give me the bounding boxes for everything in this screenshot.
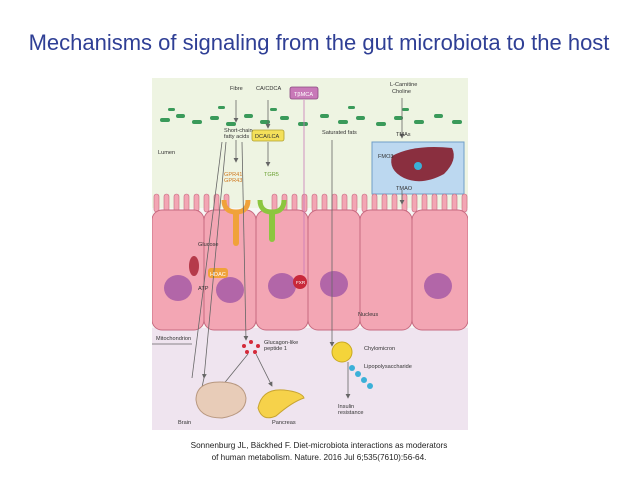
label-atp: ATP — [198, 286, 209, 292]
citation: Sonnenburg JL, Bäckhed F. Diet-microbiot… — [140, 440, 498, 464]
label-tmao: TMAO — [396, 186, 413, 192]
chylomicron-icon — [331, 341, 353, 363]
label-hdac: HDAC — [210, 272, 226, 278]
label-gpr41: GPR41 — [224, 172, 242, 178]
label-fibre: Fibre — [230, 86, 243, 92]
label-insulin-2: resistance — [338, 410, 364, 416]
pancreas-icon — [257, 389, 305, 419]
label-tbmca: TβMCA — [294, 92, 313, 98]
label-insulin-1: Insulin — [338, 404, 354, 410]
label-mitochondrion: Mitochondrion — [156, 336, 191, 342]
fxr-icon — [293, 275, 307, 289]
diagram-svg: Fibre CA/CDCA TβMCA L-Carnitine Choline … — [151, 78, 469, 430]
tgr5-receptor-icon — [257, 199, 287, 242]
liver-icon — [391, 147, 454, 182]
label-choline: Choline — [392, 89, 411, 95]
label-scfa-1: Short-chain — [224, 128, 253, 134]
diagram-labels: Fibre CA/CDCA TβMCA L-Carnitine Choline … — [156, 82, 417, 426]
lamina-propria-region — [152, 328, 468, 430]
label-scfa-2: fatty acids — [224, 134, 249, 140]
mitochondrion-icon — [189, 256, 199, 276]
lipopolysaccharide-icon — [349, 365, 373, 389]
label-glp1-1: Glucagon-like — [264, 340, 298, 346]
label-dca-lca: DCA/LCA — [255, 134, 280, 140]
citation-line-2: of human metabolism. Nature. 2016 Jul 6;… — [211, 453, 427, 462]
brain-icon — [195, 381, 247, 419]
label-lumen: Lumen — [158, 150, 175, 156]
citation-line-1: Sonnenburg JL, Bäckhed F. Diet-microbiot… — [190, 441, 448, 450]
label-ca-cdca: CA/CDCA — [256, 86, 281, 92]
label-lps: Lipopolysaccharide — [364, 364, 412, 370]
gpr41-gpr43-receptor-icon — [221, 199, 251, 246]
slide-title: Mechanisms of signaling from the gut mic… — [28, 30, 610, 55]
epithelial-cells — [151, 209, 469, 331]
label-chylomicron: Chylomicron — [364, 346, 395, 352]
label-glp1-2: peptide 1 — [264, 346, 287, 352]
hdac-box — [208, 268, 228, 278]
label-tgr5: TGR5 — [264, 172, 279, 178]
label-glucose: Glucose — [198, 242, 219, 248]
dca-lca-box — [251, 129, 285, 142]
label-tmas: TMAs — [396, 132, 411, 138]
label-nucleus: Nucleus — [358, 312, 378, 318]
nuclei — [164, 271, 452, 303]
tbmca-box — [289, 86, 319, 100]
label-fmo3: FMO3 — [378, 154, 394, 160]
pathway-arrows — [152, 98, 405, 399]
glp1-dots — [242, 340, 260, 354]
label-pancreas: Pancreas — [272, 420, 296, 426]
label-saturated-fats: Saturated fats — [322, 130, 357, 136]
bacteria-group — [160, 106, 462, 126]
label-brain: Brain — [178, 420, 191, 426]
gut-microbiota-diagram: Fibre CA/CDCA TβMCA L-Carnitine Choline … — [151, 78, 469, 430]
label-l-carnitine: L-Carnitine — [390, 82, 417, 88]
fmo3-enzyme-icon — [414, 162, 422, 170]
label-gpr43: GPR43 — [224, 178, 242, 184]
label-fxr: FXR — [296, 280, 306, 285]
